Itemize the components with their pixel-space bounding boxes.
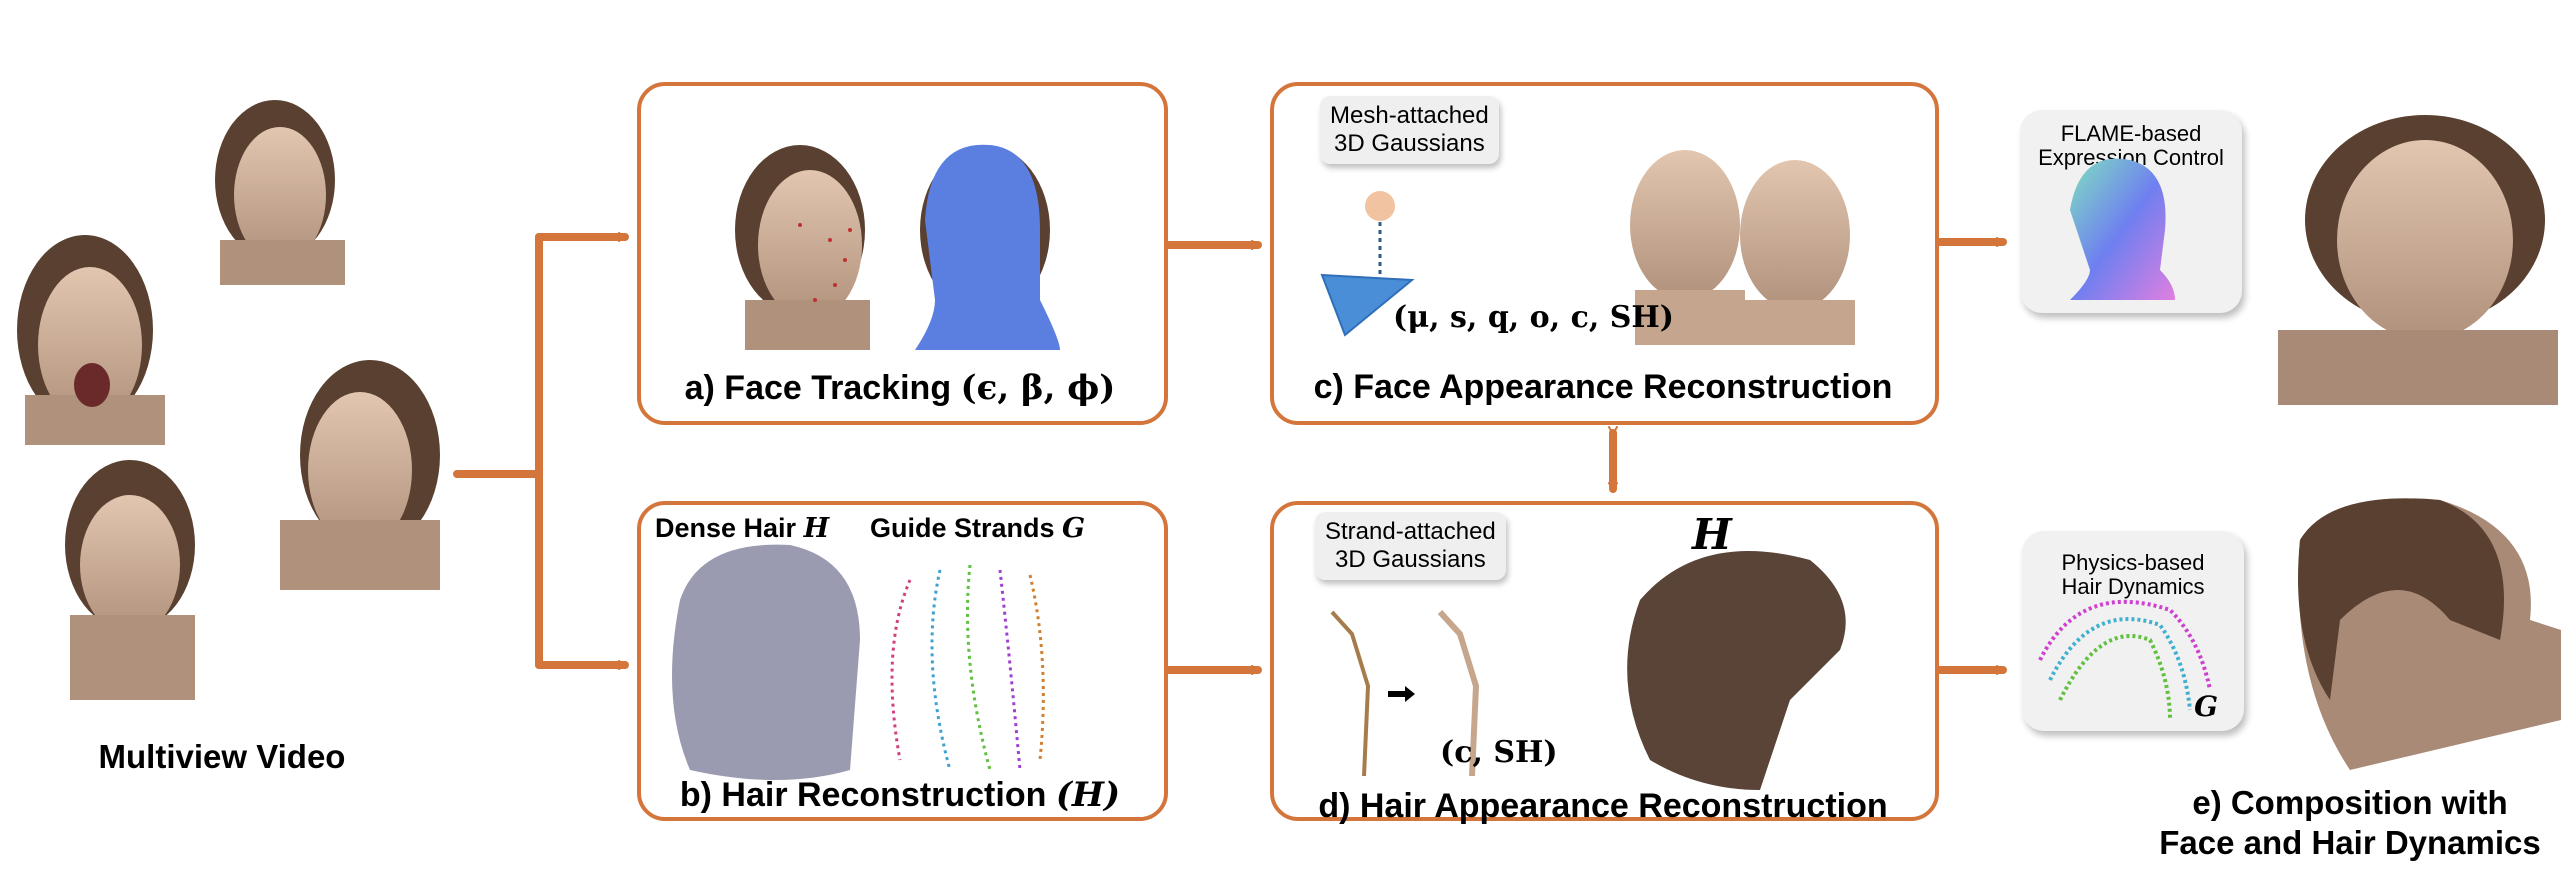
stage-title: b) Hair Reconstruction	[679, 776, 1047, 814]
hair-reconstruction-label: b) Hair Reconstruction (H)	[680, 775, 1120, 815]
head-image	[17, 235, 165, 445]
flow-arrows	[453, 237, 2007, 670]
hair-symbol: H	[1692, 510, 1732, 559]
tag-line: 3D Gaussians	[1335, 546, 1486, 573]
guide-symbol: G	[2194, 690, 2218, 723]
card-line: Hair Dynamics	[2061, 574, 2205, 599]
multiview-video-label: Multiview Video	[98, 738, 346, 775]
face-tracking-label: a) Face Tracking (ϵ, β, ϕ)	[685, 368, 1116, 408]
triangle-icon	[1320, 273, 1415, 337]
label-line: Face and Hair Dynamics	[2159, 824, 2541, 861]
physics-strands-image	[2038, 599, 2212, 721]
stage-params: (H)	[1055, 775, 1121, 815]
label-text: Dense Hair	[655, 513, 797, 543]
face-appearance-label: c) Face Appearance Reconstruction	[1313, 368, 1893, 406]
dense-hair-label: Dense Hair H	[655, 513, 829, 544]
multiview-images	[17, 100, 440, 700]
face-tracking-images	[735, 144, 1060, 350]
hair-appearance-label: d) Hair Appearance Reconstruction	[1318, 787, 1888, 825]
card-line: Physics-based	[2061, 550, 2205, 575]
tag-line: Strand-attached	[1325, 518, 1496, 545]
head-image	[65, 460, 195, 700]
composited-face-image	[2278, 115, 2558, 405]
label-line: e) Composition with	[2192, 784, 2508, 821]
symbol: G	[1062, 513, 1086, 544]
tag-line: 3D Gaussians	[1334, 130, 1485, 157]
hair-render-image	[1627, 551, 1846, 790]
face-appearance-images	[1320, 150, 1855, 345]
composited-hair-dynamics-image	[2298, 498, 2561, 770]
symbol: H	[803, 513, 830, 544]
stage-params: (ϵ, β, ϕ)	[960, 368, 1116, 408]
strand-image	[1330, 610, 1371, 777]
head-image	[215, 100, 345, 285]
guide-strands-image	[890, 564, 1045, 771]
label-text: Guide Strands	[870, 513, 1055, 543]
hair-gaussian-params: (c, SH)	[1440, 735, 1558, 770]
gaussian-strand-image	[1437, 609, 1480, 777]
guide-strands-label: Guide Strands G	[870, 513, 1085, 544]
card-line: FLAME-based	[2060, 121, 2202, 146]
face-gaussian-params: (μ, s, q, o, c, SH)	[1393, 300, 1674, 335]
hair-reconstruction-images	[672, 544, 1045, 780]
composition-images	[2038, 115, 2561, 770]
hair-appearance-images	[1330, 551, 1846, 790]
composition-label: e) Composition with Face and Hair Dynami…	[2159, 783, 2541, 863]
face-tracking-panel	[637, 82, 1168, 425]
stage-title: a) Face Tracking	[684, 369, 952, 407]
flame-head-image	[2070, 158, 2175, 300]
dense-hair-image	[672, 544, 860, 780]
tag-line: Mesh-attached	[1330, 102, 1489, 129]
head-image	[280, 360, 440, 590]
